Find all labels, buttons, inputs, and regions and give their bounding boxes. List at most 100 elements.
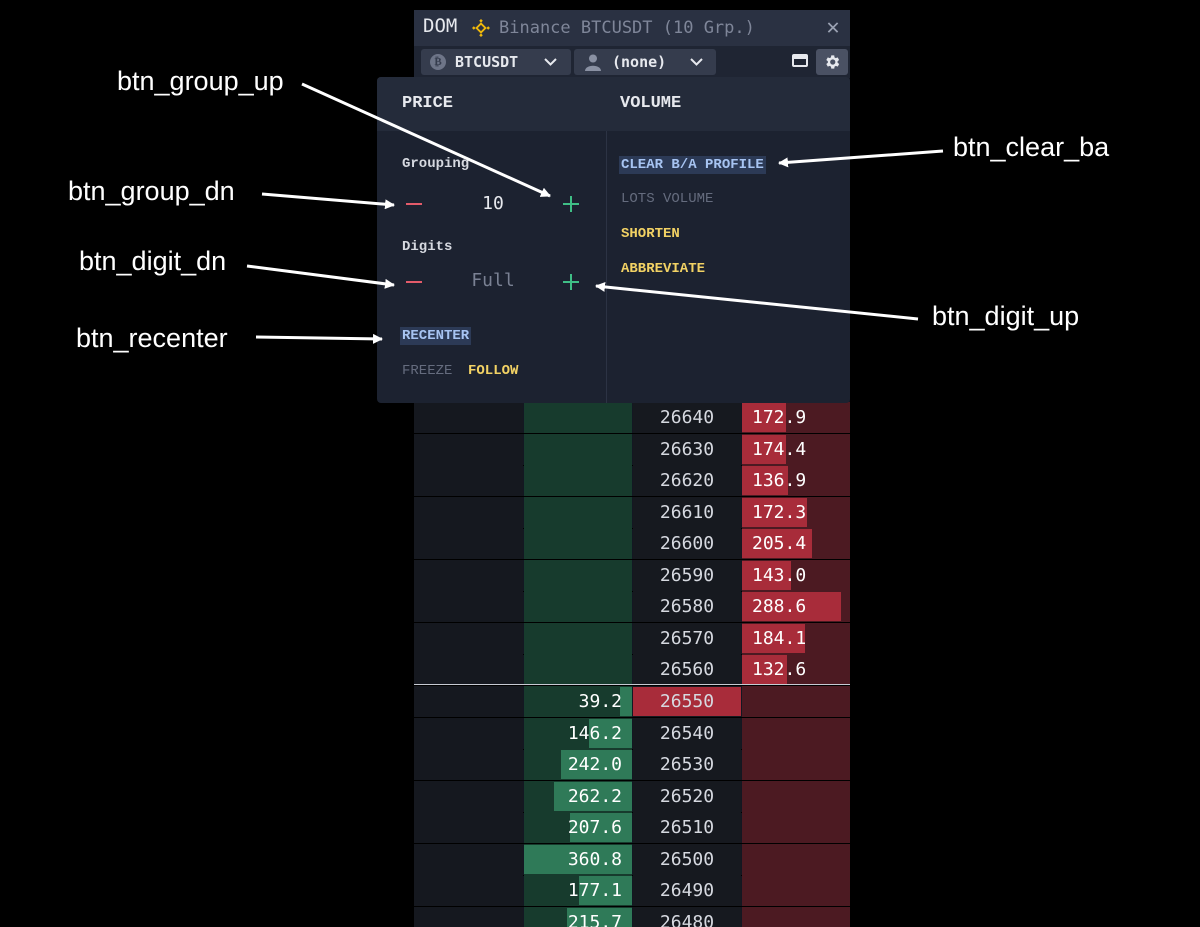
bid-volume-cell[interactable] <box>414 591 523 622</box>
bid-volume-cell[interactable] <box>414 906 523 927</box>
bid-size-cell[interactable] <box>524 654 632 685</box>
bid-volume: 146.2 <box>567 722 622 744</box>
price-level: 26640 <box>659 407 715 428</box>
bid-size-cell[interactable] <box>524 496 632 528</box>
price-cell[interactable] <box>633 496 741 528</box>
bid-volume-cell[interactable] <box>414 717 523 749</box>
account-select[interactable]: (none) <box>574 49 716 75</box>
group-up-button[interactable] <box>560 193 582 215</box>
ask-row[interactable]: 172.9 26640 <box>414 402 850 434</box>
price-cell[interactable] <box>633 528 741 559</box>
bid-volume-cell[interactable] <box>414 812 523 843</box>
chevron-down-icon <box>690 58 703 66</box>
bid-size-cell[interactable] <box>524 465 632 496</box>
ask-size-cell[interactable] <box>742 843 850 875</box>
bid-volume-cell[interactable] <box>414 559 523 591</box>
bid-volume-cell[interactable] <box>414 433 523 465</box>
symbol-label: BTCUSDT <box>455 53 519 71</box>
ask-volume: 172.9 <box>752 407 807 428</box>
callout-digit-dn: btn_digit_dn <box>79 246 227 276</box>
settings-button[interactable] <box>816 49 848 75</box>
price-cell[interactable] <box>633 875 741 906</box>
bid-size-cell[interactable] <box>524 559 632 591</box>
digit-down-button[interactable] <box>403 271 425 293</box>
window-mode-icon[interactable] <box>792 54 808 67</box>
bid-volume-cell[interactable] <box>414 402 523 433</box>
price-cell[interactable] <box>633 780 741 812</box>
bid-volume-cell[interactable] <box>414 843 523 875</box>
price-cell[interactable] <box>633 749 741 780</box>
price-level: 26550 <box>659 691 715 712</box>
symbol-select[interactable]: ₿ BTCUSDT <box>421 49 571 75</box>
digits-value: Full <box>471 270 515 291</box>
price-cell[interactable] <box>633 906 741 927</box>
bid-volume-cell[interactable] <box>414 465 523 496</box>
bid-size-cell[interactable] <box>524 433 632 465</box>
bid-volume-cell[interactable] <box>414 622 523 654</box>
recenter-button[interactable]: RECENTER <box>400 327 472 345</box>
bid-volume-cell[interactable] <box>414 875 523 906</box>
lots-volume-button[interactable]: LOTS VOLUME <box>621 191 714 207</box>
bid-size-cell[interactable] <box>524 528 632 559</box>
bid-volume-cell[interactable] <box>414 496 523 528</box>
bid-size-cell[interactable] <box>524 622 632 654</box>
follow-button[interactable]: FOLLOW <box>468 363 519 379</box>
bid-size-cell[interactable] <box>524 402 632 433</box>
ask-volume: 174.4 <box>752 438 807 460</box>
price-cell[interactable] <box>633 433 741 465</box>
price-cell[interactable] <box>633 622 741 654</box>
bid-volume-cell[interactable] <box>414 749 523 780</box>
freeze-button[interactable]: FREEZE <box>402 363 453 379</box>
bid-volume-cell[interactable] <box>414 654 523 685</box>
ask-size-cell[interactable] <box>742 686 850 717</box>
price-cell[interactable] <box>633 591 741 622</box>
ask-size-cell[interactable] <box>742 749 850 780</box>
arrow-clear-ba <box>778 149 944 168</box>
shorten-button[interactable]: SHORTEN <box>621 226 680 242</box>
price-cell[interactable] <box>633 654 741 685</box>
price-cell[interactable] <box>633 843 741 875</box>
ask-volume: 132.6 <box>752 659 807 680</box>
bid-volume-cell[interactable] <box>414 686 523 717</box>
bid-size-cell[interactable] <box>524 591 632 622</box>
price-cell[interactable] <box>633 402 741 433</box>
title-bar[interactable]: DOM Binance BTCUSDT (10 Grp.) ✕ <box>414 10 850 46</box>
bid-volume-cell[interactable] <box>414 780 523 812</box>
abbreviate-button[interactable]: ABBREVIATE <box>621 261 706 277</box>
ask-size-cell[interactable] <box>742 717 850 749</box>
digit-up-button[interactable] <box>560 271 582 293</box>
clear-profile-button[interactable]: CLEAR B/A PROFILE <box>619 156 766 174</box>
close-icon[interactable]: ✕ <box>826 15 840 40</box>
price-cell[interactable] <box>633 717 741 749</box>
ask-size-cell[interactable] <box>742 780 850 812</box>
ask-size-cell[interactable] <box>742 812 850 843</box>
bid-size-cell[interactable] <box>524 686 632 717</box>
bid-volume-cell[interactable] <box>414 528 523 559</box>
ask-volume-bar <box>742 655 787 684</box>
price-cell[interactable] <box>633 559 741 591</box>
ask-volume-bar <box>742 592 841 621</box>
ask-size-cell[interactable] <box>742 906 850 927</box>
group-down-button[interactable] <box>403 193 425 215</box>
current-price-highlight <box>633 687 741 716</box>
ask-size-cell[interactable] <box>742 875 850 906</box>
price-cell[interactable] <box>633 465 741 496</box>
price-cell[interactable] <box>633 812 741 843</box>
arrow-digit-dn <box>246 264 395 289</box>
